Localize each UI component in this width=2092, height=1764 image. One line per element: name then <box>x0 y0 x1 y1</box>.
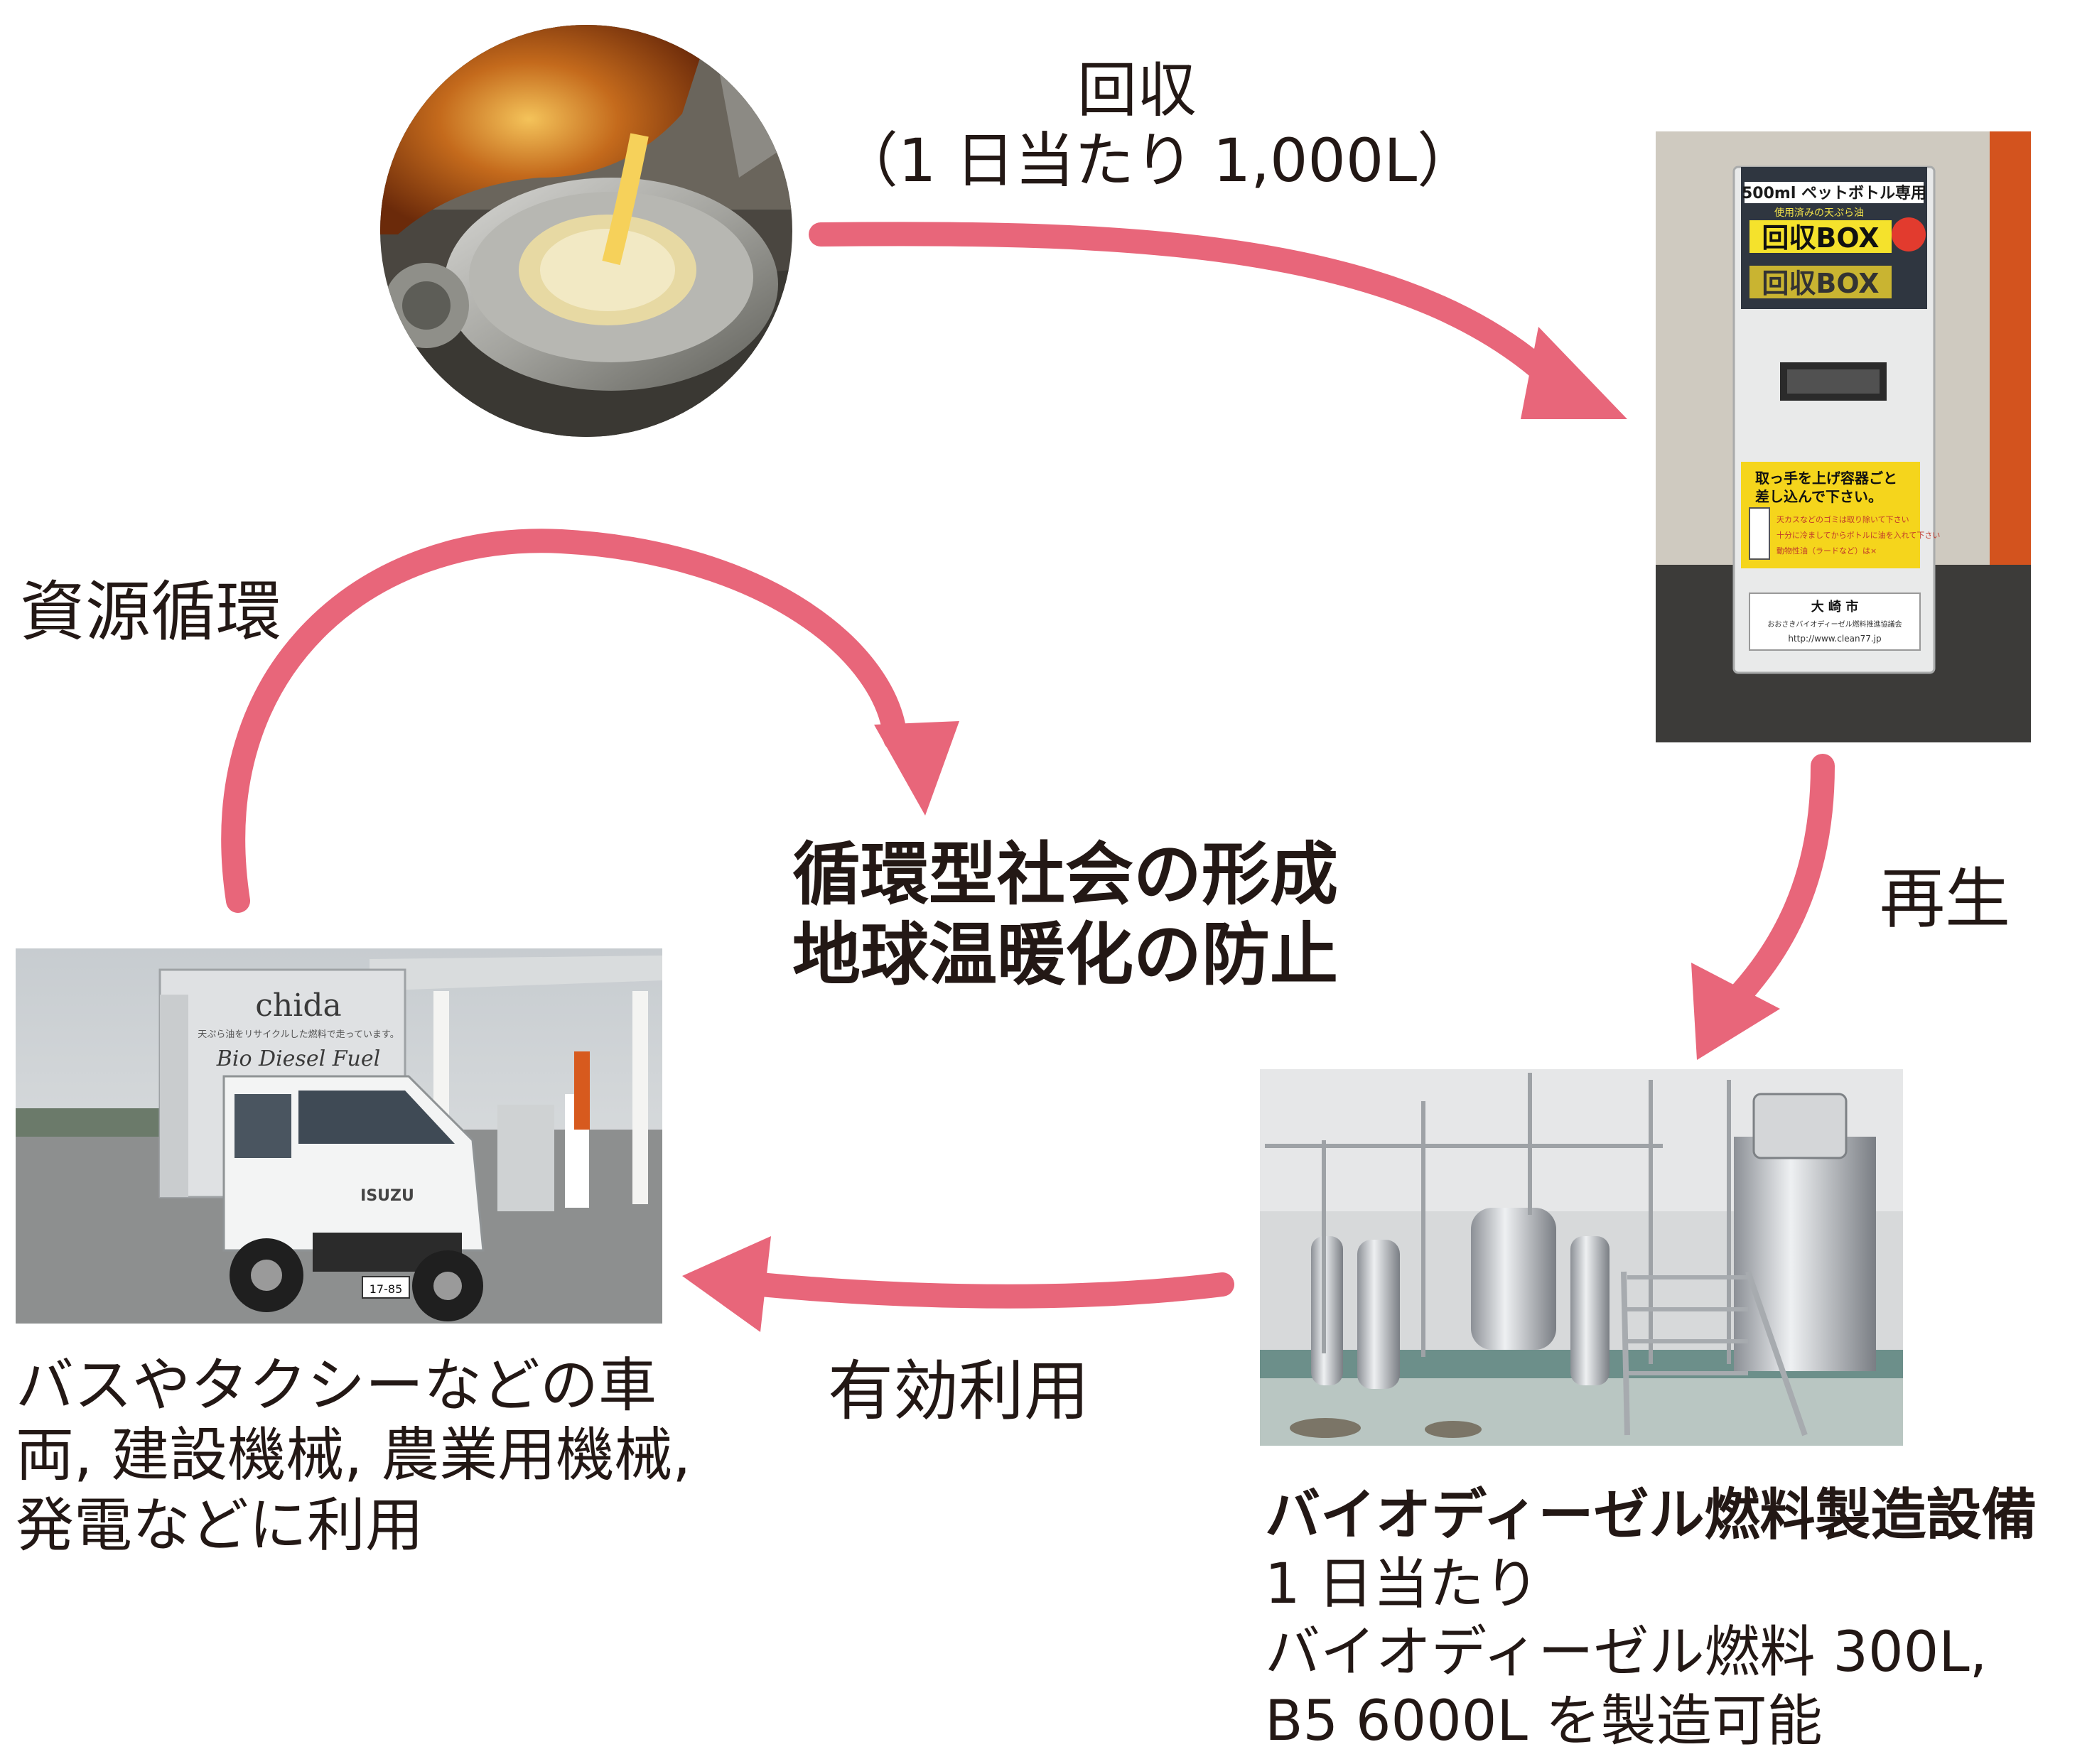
truck-plate-text: 17-85 <box>370 1282 403 1296</box>
box-bullet2: 十分に冷ましてからボトルに油を入れて下さい <box>1776 530 1940 540</box>
box-title-text: 回収BOX <box>1762 222 1879 254</box>
collect-label-line1: 回収 <box>1077 55 1197 125</box>
box-footer-line2: http://www.clean77.jp <box>1788 634 1881 644</box>
facility-description: バイオディーゼル燃料製造設備 1 日当たり バイオディーゼル燃料 300L, B… <box>1265 1481 2037 1756</box>
box-bullet3: 動物性油（ラードなど）は× <box>1776 546 1877 556</box>
box-footer-title: 大 崎 市 <box>1811 599 1859 615</box>
box-title2-text: 回収BOX <box>1762 268 1879 299</box>
box-header-text: 500ml ペットボトル専用 <box>1742 185 1926 202</box>
facility-photo <box>1260 1069 1903 1446</box>
collect-label: 回収 （1 日当たり 1,000L） <box>839 55 1477 196</box>
truck-brand-text: chida <box>255 987 341 1024</box>
vehicle-usage-line2: 両, 建設機械, 農業用機械, <box>16 1422 691 1490</box>
collection-box-photo: 500ml ペットボトル専用 使用済みの天ぷら油 回収BOX 回収BOX 取っ手… <box>1656 131 2031 742</box>
arrow-collect <box>809 222 1627 419</box>
center-goal-text: 循環型社会の形成 地球温暖化の防止 <box>792 835 1338 996</box>
vehicle-usage-line1: バスやタクシーなどの車 <box>16 1352 657 1419</box>
facility-title: バイオディーゼル燃料製造設備 <box>1265 1483 2037 1547</box>
facility-line2: バイオディーゼル燃料 300L, <box>1265 1620 1988 1685</box>
box-bullet1: 天カスなどのゴミは取り除いて下さい <box>1776 514 1909 524</box>
truck-tagline-text: 天ぷら油をリサイクルした燃料で走っています。 <box>198 1029 399 1040</box>
arrow-regenerate <box>1691 754 1835 1060</box>
facility-line3: B5 6000L を製造可能 <box>1265 1689 1823 1754</box>
facility-line1: 1 日当たり <box>1265 1552 1540 1616</box>
collect-label-line2: （1 日当たり 1,000L） <box>839 126 1477 196</box>
oil-pouring-photo <box>380 25 792 437</box>
regeneration-label: 再生 <box>1880 861 2011 937</box>
arrow-effective-use <box>682 1236 1234 1332</box>
center-goal-line2: 地球温暖化の防止 <box>792 915 1338 995</box>
box-footer-line1: おおさきバイオディーゼル燃料推進協議会 <box>1767 619 1902 629</box>
resource-cycle-label: 資源循環 <box>20 574 282 650</box>
vehicle-usage-text: バスやタクシーなどの車 両, 建設機械, 農業用機械, 発電などに利用 <box>16 1351 691 1561</box>
effective-use-label: 有効利用 <box>828 1353 1090 1429</box>
arrow-resource-cycle <box>221 529 959 913</box>
truck-photo: chida 天ぷら油をリサイクルした燃料で走っています。 Bio Diesel … <box>16 948 662 1324</box>
center-goal-line1: 循環型社会の形成 <box>792 835 1338 914</box>
box-sub-text: 使用済みの天ぷら油 <box>1774 207 1864 219</box>
truck-maker-text: ISUZU <box>360 1187 414 1205</box>
box-instruction2: 差し込んで下さい。 <box>1755 488 1882 505</box>
vehicle-usage-line3: 発電などに利用 <box>16 1491 424 1559</box>
truck-script-text: Bio Diesel Fuel <box>216 1046 380 1071</box>
box-instruction1: 取っ手を上げ容器ごと <box>1755 470 1897 487</box>
